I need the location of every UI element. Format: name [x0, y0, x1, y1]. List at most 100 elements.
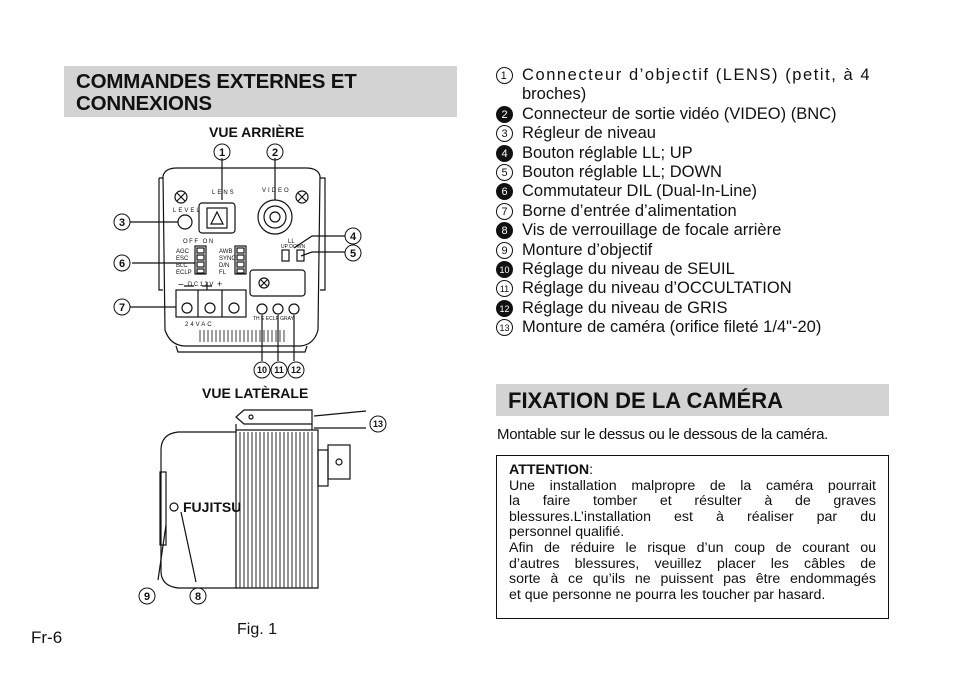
list-item: 6 Commutateur DIL (Dual-In-Line) [496, 182, 890, 201]
power-terminal-icon [175, 289, 247, 318]
list-item: 3 Régleur de niveau [496, 124, 890, 143]
callout-8: 8 [189, 587, 207, 605]
off-on-label: OFF ON [183, 239, 215, 245]
side-view-label: VUE LATÈRALE [202, 385, 309, 401]
list-item: 4 Bouton réglable LL; UP [496, 144, 890, 163]
minus-sign: − [178, 280, 184, 291]
callout-12: 12 [287, 361, 305, 379]
section-header-connections: COMMANDES EXTERNES ET CONNEXIONS [64, 66, 457, 117]
number-badge: 2 [496, 105, 513, 123]
callout-11: 11 [270, 361, 288, 379]
svg-text:11: 11 [274, 365, 284, 375]
callout-9: 9 [138, 587, 156, 605]
attention-title: ATTENTION [509, 462, 590, 478]
list-item-text: Bouton réglable LL; UP [522, 143, 693, 162]
section-title-line2: CONNEXIONS [76, 92, 212, 115]
figure-caption: Fig. 1 [237, 621, 278, 638]
lock-screw-icon [169, 502, 179, 512]
ac24v-label: 24VAC [185, 322, 214, 328]
rear-body-outline [162, 167, 321, 347]
callout-7: 7 [113, 298, 131, 316]
rear-view-label: VUE ARRIÈRE [209, 124, 305, 140]
screw-icon [174, 190, 188, 204]
svg-text:3: 3 [119, 217, 125, 229]
attention-colon: : [589, 462, 594, 478]
svg-text:5: 5 [350, 248, 356, 260]
screw-icon [295, 190, 309, 204]
number-badge: 6 [496, 183, 513, 201]
agc-label: AGC [176, 249, 190, 255]
number-badge: 11 [496, 280, 513, 298]
svg-text:1: 1 [219, 147, 225, 159]
callout-1: 1 [213, 143, 231, 161]
list-item-text: Monture d’objectif [522, 240, 653, 259]
svg-text:8: 8 [195, 591, 201, 603]
list-item-text: Vis de verrouillage de focale arrière [522, 221, 782, 240]
list-item-text: Commutateur DIL (Dual-In-Line) [522, 182, 758, 201]
list-item-text: Réglage du niveau de GRIS [522, 298, 728, 317]
list-item-text: broches) [522, 85, 587, 104]
number-badge: 10 [496, 261, 513, 279]
level-label: LEVEL [173, 208, 202, 214]
lens-label: LENS [212, 190, 236, 196]
eclp-label: ECLP [176, 270, 192, 276]
list-item: 1 Connecteur d’objectif (LENS) (petit, à… [496, 66, 890, 105]
page-number: Fr-6 [31, 628, 63, 647]
callout-13: 13 [369, 415, 387, 433]
eclp-trim-icon [272, 303, 284, 315]
number-badge: 9 [496, 241, 513, 259]
svg-text:7: 7 [119, 302, 125, 314]
gray-trim-icon [288, 303, 300, 315]
callout-6: 6 [113, 254, 131, 272]
svg-text:12: 12 [291, 365, 301, 375]
dc12v-label: DC12V [188, 282, 215, 288]
attention-line: Une installation malpropre de la caméra … [509, 477, 876, 494]
number-badge: 5 [496, 164, 513, 182]
attention-line: personnel qualifié. [509, 524, 625, 541]
dil-switch-icon [194, 245, 207, 275]
callout-4: 4 [344, 227, 362, 245]
esc-label: ESC [176, 256, 189, 262]
list-item-text: Connecteur de sortie vidéo (VIDEO) (BNC) [522, 104, 837, 123]
list-item-text: Bouton réglable LL; DOWN [522, 163, 722, 182]
camera-diagram: LENS VIDEO LEVEL OFF ON AGC ESC BLC ECLP… [113, 143, 387, 605]
list-item-text: Connecteur d’objectif (LENS) (petit, à 4 [522, 66, 872, 84]
attention-line: et que personne ne pourra les toucher pa… [509, 586, 826, 603]
list-item-text: Régleur de niveau [522, 124, 656, 143]
up-down-label: UP DOWN [281, 244, 305, 250]
section-title: FIXATION DE LA CAMÉRA [508, 388, 783, 413]
number-badge: 4 [496, 144, 513, 162]
attention-line: sorte à ce qu’ils ne puissent pas être e… [509, 571, 876, 588]
list-item: 9 Monture d’objectif [496, 241, 890, 260]
lens-connector-icon [198, 202, 236, 234]
svg-text:10: 10 [257, 365, 267, 375]
number-badge: 7 [496, 202, 513, 220]
attention-line: Afin de réduire le risque d’un coup de c… [509, 539, 876, 556]
svg-text:13: 13 [373, 419, 383, 429]
side-body-outline [160, 431, 237, 589]
video-label: VIDEO [262, 188, 291, 194]
svg-text:4: 4 [350, 231, 357, 243]
list-item: 5 Bouton réglable LL; DOWN [496, 163, 890, 182]
brand-logo: FUJITSU [183, 499, 241, 515]
callout-10: 10 [253, 361, 271, 379]
svg-text:2: 2 [272, 147, 278, 159]
section-title-line1: COMMANDES EXTERNES ET [76, 70, 357, 93]
number-badge: 1 [496, 67, 513, 84]
plus-sign: + [217, 279, 222, 289]
list-item-text: Réglage du niveau d’OCCULTATION [522, 279, 792, 298]
attention-line: blessures.L’installation est à réaliser … [509, 508, 876, 525]
th-trim-icon [256, 303, 268, 315]
attention-line: d’autres blessures, veuillez placer les … [509, 555, 876, 572]
list-item-text: Borne d’entrée d’alimentation [522, 201, 737, 220]
svg-text:6: 6 [119, 258, 125, 270]
attention-line: la faire tomber et résulter à de graves [509, 493, 876, 510]
video-bnc-icon [257, 199, 293, 235]
list-item-text: Monture de caméra (orifice fileté 1/4"-2… [522, 318, 822, 337]
number-badge: 3 [496, 125, 513, 143]
list-item: 7 Borne d’entrée d’alimentation [496, 202, 890, 221]
ll-up-button-icon [281, 249, 290, 262]
number-badge: 8 [496, 222, 513, 240]
